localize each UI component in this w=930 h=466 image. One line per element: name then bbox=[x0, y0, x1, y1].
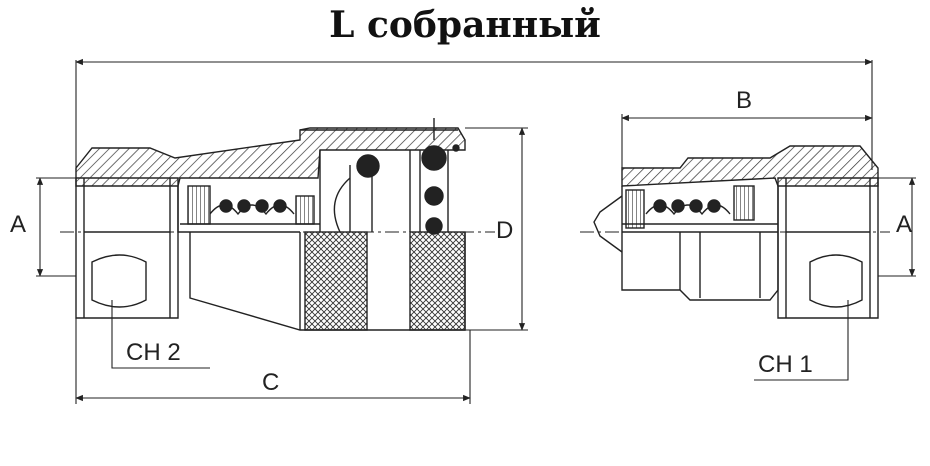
left-coupler bbox=[75, 118, 466, 331]
dim-label-d: D bbox=[496, 217, 513, 244]
dim-label-ch1: CH 1 bbox=[758, 351, 813, 378]
dim-label-c: C bbox=[262, 369, 279, 396]
dimension-lines bbox=[36, 58, 916, 404]
dim-label-ch2: CH 2 bbox=[126, 339, 181, 366]
dim-label-a-right: A bbox=[896, 211, 912, 238]
right-nipple bbox=[593, 145, 879, 319]
drawing-title: L собранный bbox=[329, 4, 601, 46]
dim-label-a-left: A bbox=[10, 211, 26, 238]
dim-label-b: B bbox=[736, 87, 752, 114]
